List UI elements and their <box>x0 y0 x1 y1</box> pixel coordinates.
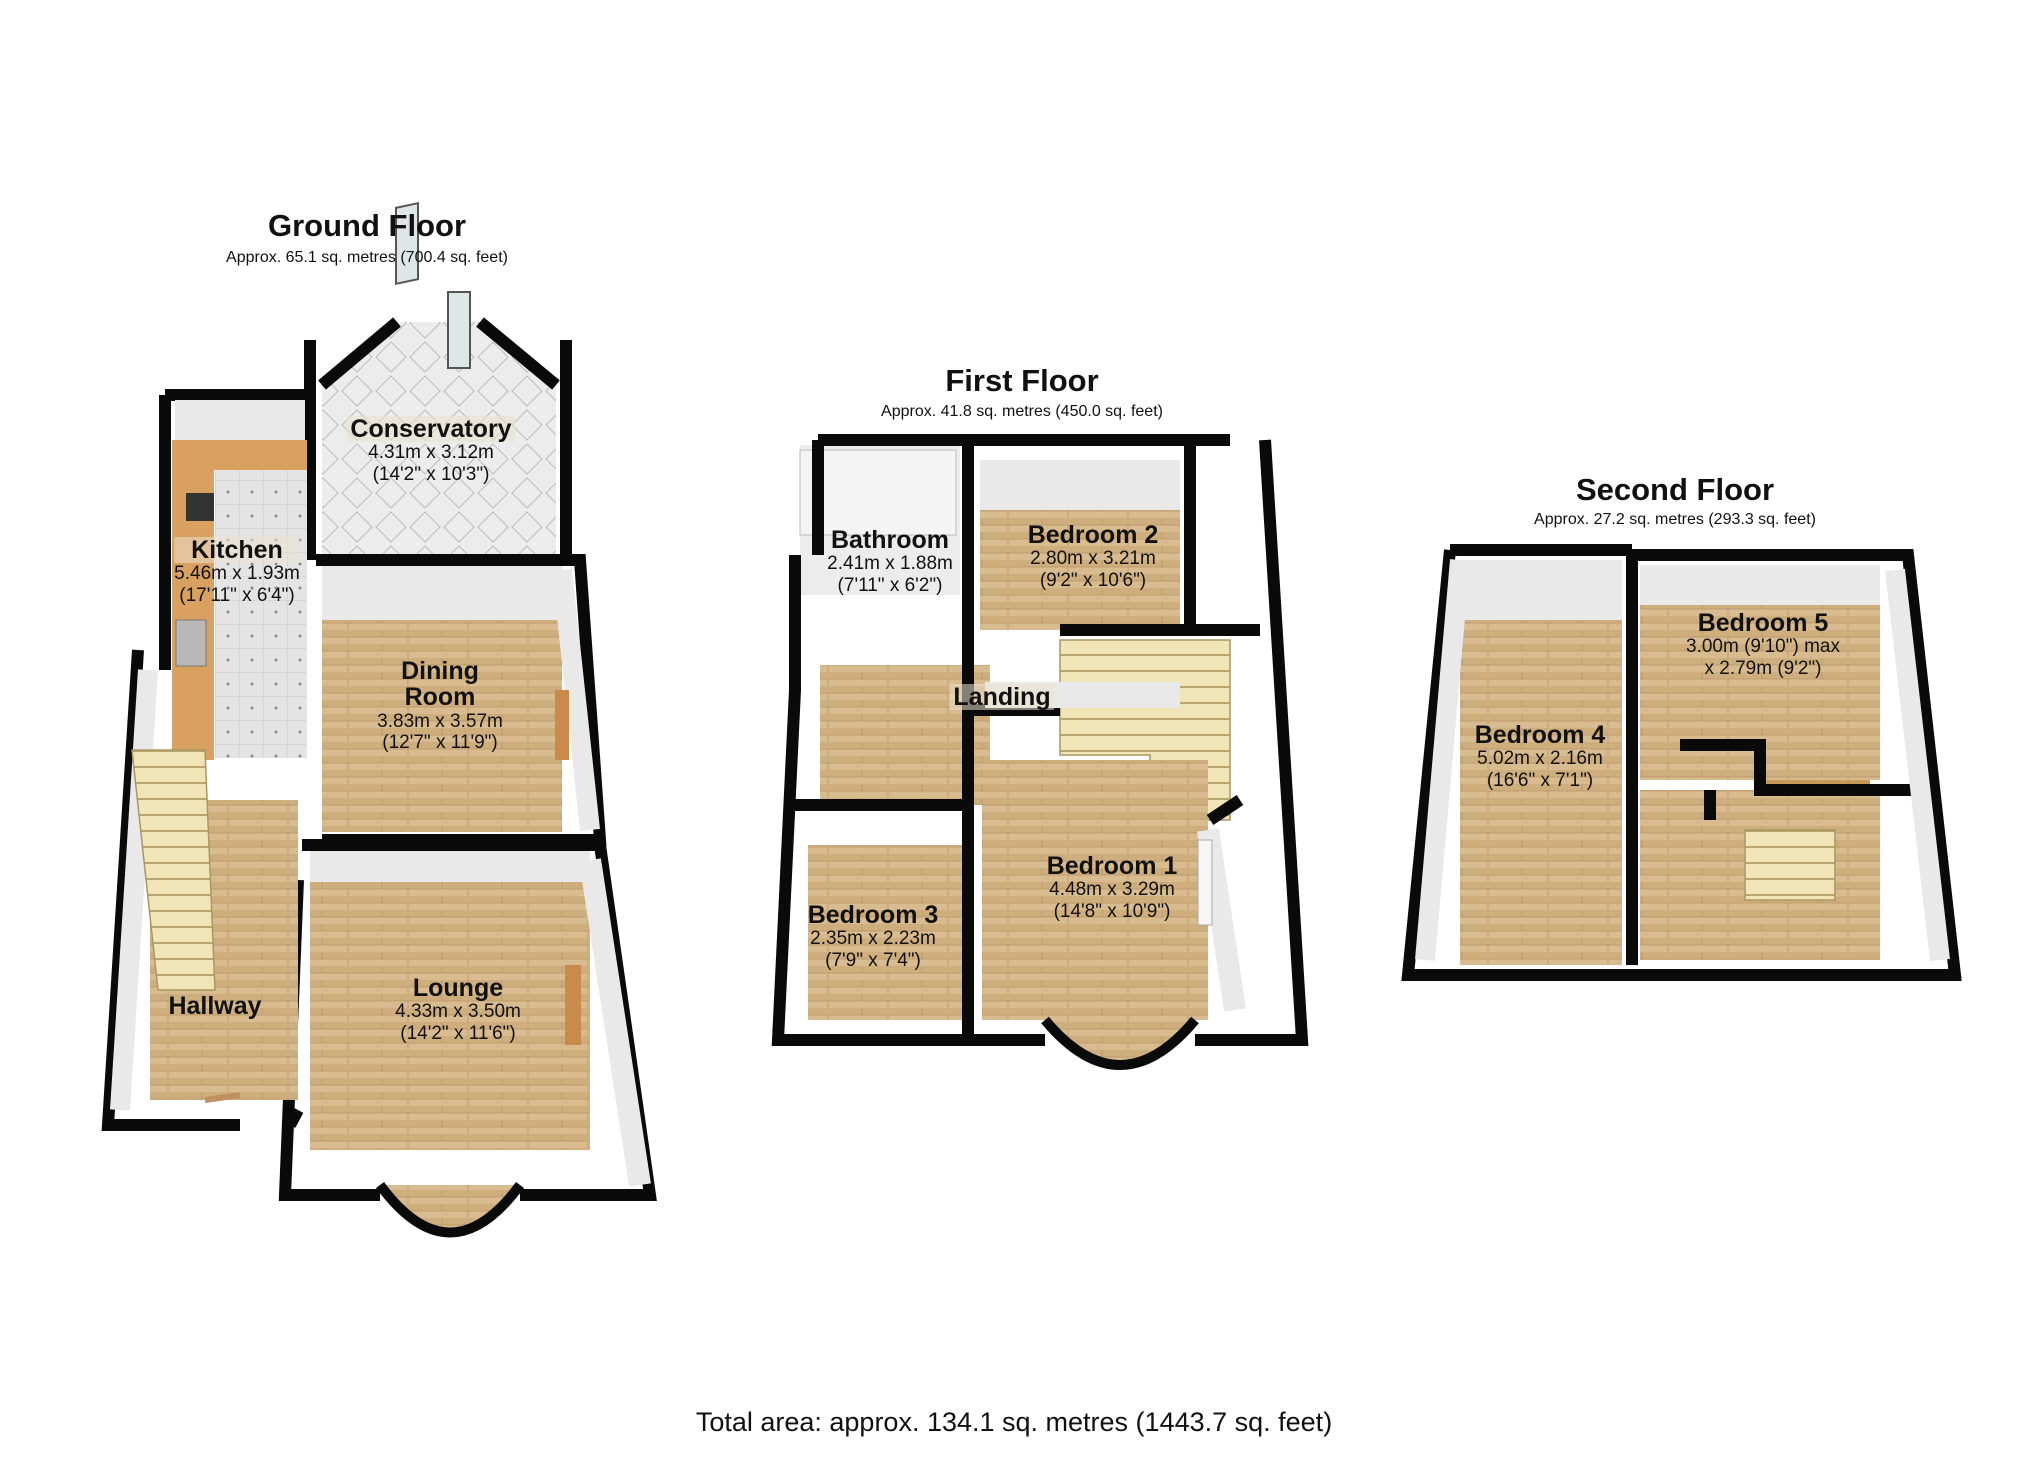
room-label-dining-room: Dining Room 3.83m x 3.57m (12'7" x 11'9"… <box>377 658 503 754</box>
room-dimensions-metric: 5.46m x 1.93m <box>174 563 300 585</box>
room-label-hallway: Hallway <box>168 992 262 1020</box>
room-label-bedroom-4: Bedroom 4 5.02m x 2.16m (16'6" x 7'1") <box>1475 722 1606 792</box>
room-name: Bedroom 5 <box>1697 609 1829 637</box>
first-floor-plan <box>771 434 1309 1070</box>
bedroom-2-floor <box>980 510 1180 630</box>
second-floor-walls <box>1401 544 1962 981</box>
room-label-bathroom: Bathroom 2.41m x 1.88m (7'11" x 6'2") <box>827 527 953 597</box>
second-floor-title: Second Floor <box>1575 472 1775 507</box>
room-name: Bedroom 1 <box>1046 852 1178 880</box>
ground-floor-plan <box>101 201 657 1238</box>
ground-floor-area: Approx. 65.1 sq. metres (700.4 sq. feet) <box>226 249 508 266</box>
room-label-landing: Landing <box>949 684 1055 710</box>
room-label-bedroom-1: Bedroom 1 4.48m x 3.29m (14'8" x 10'9") <box>1047 853 1178 923</box>
room-dimensions-metric: 4.33m x 3.50m <box>395 1001 521 1023</box>
room-label-conservatory: Conservatory 4.31m x 3.12m (14'2" x 10'3… <box>346 416 516 486</box>
bedroom-3-floor <box>808 845 963 1020</box>
room-label-lounge: Lounge 4.33m x 3.50m (14'2" x 11'6") <box>395 975 521 1045</box>
lounge-bay-window <box>375 1182 525 1238</box>
room-name: Lounge <box>412 974 504 1002</box>
room-dimensions-metric: 3.00m (9'10") max <box>1686 636 1840 658</box>
room-dimensions-metric: 5.02m x 2.16m <box>1477 748 1603 770</box>
hallway-stairs <box>131 749 216 991</box>
room-dimensions-metric: 3.83m x 3.57m <box>377 710 503 732</box>
ground-floor-title: Ground Floor <box>267 208 467 243</box>
hallway-walls <box>101 649 304 1131</box>
bedroom-1-bay-window <box>1041 1016 1199 1070</box>
room-dimensions-metric: 2.35m x 2.23m <box>810 928 936 950</box>
room-label-bedroom-5: Bedroom 5 3.00m (9'10") max x 2.79m (9'2… <box>1686 610 1840 680</box>
room-name: Kitchen <box>174 537 300 563</box>
room-name: Hallway <box>168 992 262 1020</box>
second-floor-plan <box>1401 544 1962 981</box>
lounge-floor <box>310 880 590 1150</box>
kitchen-walls <box>159 389 310 670</box>
room-name: Bedroom 3 <box>807 901 939 929</box>
kitchen-floor <box>215 470 307 758</box>
room-dimensions-imperial: x 2.79m (9'2") <box>1704 658 1822 680</box>
second-floor-stairs <box>1744 829 1836 901</box>
room-label-bedroom-3: Bedroom 3 2.35m x 2.23m (7'9" x 7'4") <box>808 902 939 972</box>
room-dimensions-imperial: (14'8" x 10'9") <box>1053 901 1171 923</box>
room-label-bedroom-2: Bedroom 2 2.80m x 3.21m (9'2" x 10'6") <box>1028 522 1159 592</box>
room-dimensions-imperial: (12'7" x 11'9") <box>382 732 498 754</box>
first-floor-title: First Floor <box>945 363 1099 398</box>
room-dimensions-imperial: (14'2" x 11'6") <box>400 1023 516 1045</box>
room-dimensions-imperial: (7'9" x 7'4") <box>825 950 921 972</box>
dining-room-floor <box>322 620 562 832</box>
room-dimensions-metric: 2.80m x 3.21m <box>1030 548 1156 570</box>
room-name-line-2: Room <box>404 683 476 712</box>
room-name: Conservatory <box>346 416 516 442</box>
room-dimensions-imperial: (17'11" x 6'4") <box>179 585 295 607</box>
room-dimensions-metric: 4.31m x 3.12m <box>368 442 494 464</box>
room-dimensions-imperial: (14'2" x 10'3") <box>372 464 490 486</box>
room-name-line-1: Dining <box>401 657 479 685</box>
room-label-kitchen: Kitchen 5.46m x 1.93m (17'11" x 6'4") <box>174 537 300 607</box>
room-dimensions-imperial: (7'11" x 6'2") <box>837 575 943 597</box>
second-floor-area: Approx. 27.2 sq. metres (293.3 sq. feet) <box>1534 511 1816 528</box>
bedroom-1-floor <box>982 760 1208 1020</box>
room-name: Bathroom <box>830 526 950 554</box>
conservatory-walls <box>304 317 572 560</box>
room-dimensions-metric: 4.48m x 3.29m <box>1049 879 1175 901</box>
total-area: Total area: approx. 134.1 sq. metres (14… <box>695 1407 1333 1437</box>
room-name: Bedroom 2 <box>1027 521 1159 549</box>
bedroom-4-floor <box>1460 620 1622 965</box>
room-dimensions-imperial: (16'6" x 7'1") <box>1486 770 1594 792</box>
room-name: Landing <box>949 684 1055 710</box>
first-floor-area: Approx. 41.8 sq. metres (450.0 sq. feet) <box>881 403 1163 420</box>
room-dimensions-metric: 2.41m x 1.88m <box>827 553 953 575</box>
room-name: Bedroom 4 <box>1474 721 1606 749</box>
room-dimensions-imperial: (9'2" x 10'6") <box>1039 570 1147 592</box>
